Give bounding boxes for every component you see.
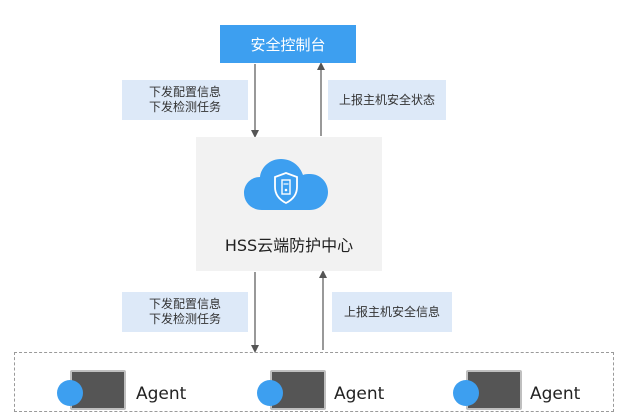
- agent-status-dot: [453, 380, 479, 406]
- agent-status-dot: [57, 380, 83, 406]
- label-hss-to-agents-line2: 下发检测任务: [148, 312, 221, 326]
- agent-label-1: Agent: [136, 384, 187, 404]
- agent-label-3: Agent: [530, 384, 581, 404]
- label-agents-to-hss-line1: 上报主机安全信息: [343, 304, 440, 319]
- agent-status-dot: [257, 380, 283, 406]
- label-agents-to-hss: 上报主机安全信息: [332, 292, 452, 332]
- label-console-to-hss-line1: 下发配置信息: [148, 85, 221, 99]
- security-console-label: 安全控制台: [250, 35, 326, 54]
- label-hss-to-agents: 下发配置信息 下发检测任务: [122, 292, 248, 332]
- security-console-box: 安全控制台: [220, 25, 356, 63]
- agent-label-2: Agent: [334, 384, 385, 404]
- label-console-to-hss: 下发配置信息 下发检测任务: [122, 80, 248, 120]
- label-console-to-hss-line2: 下发检测任务: [148, 100, 221, 114]
- flow-arrows: [251, 62, 327, 353]
- cloud-shield-icon: [244, 159, 328, 210]
- hss-center-label: HSS云端防护中心: [224, 236, 354, 255]
- label-hss-to-console: 上报主机安全状态: [328, 80, 446, 120]
- label-hss-to-console-line1: 上报主机安全状态: [338, 92, 435, 107]
- label-hss-to-agents-line1: 下发配置信息: [148, 297, 221, 311]
